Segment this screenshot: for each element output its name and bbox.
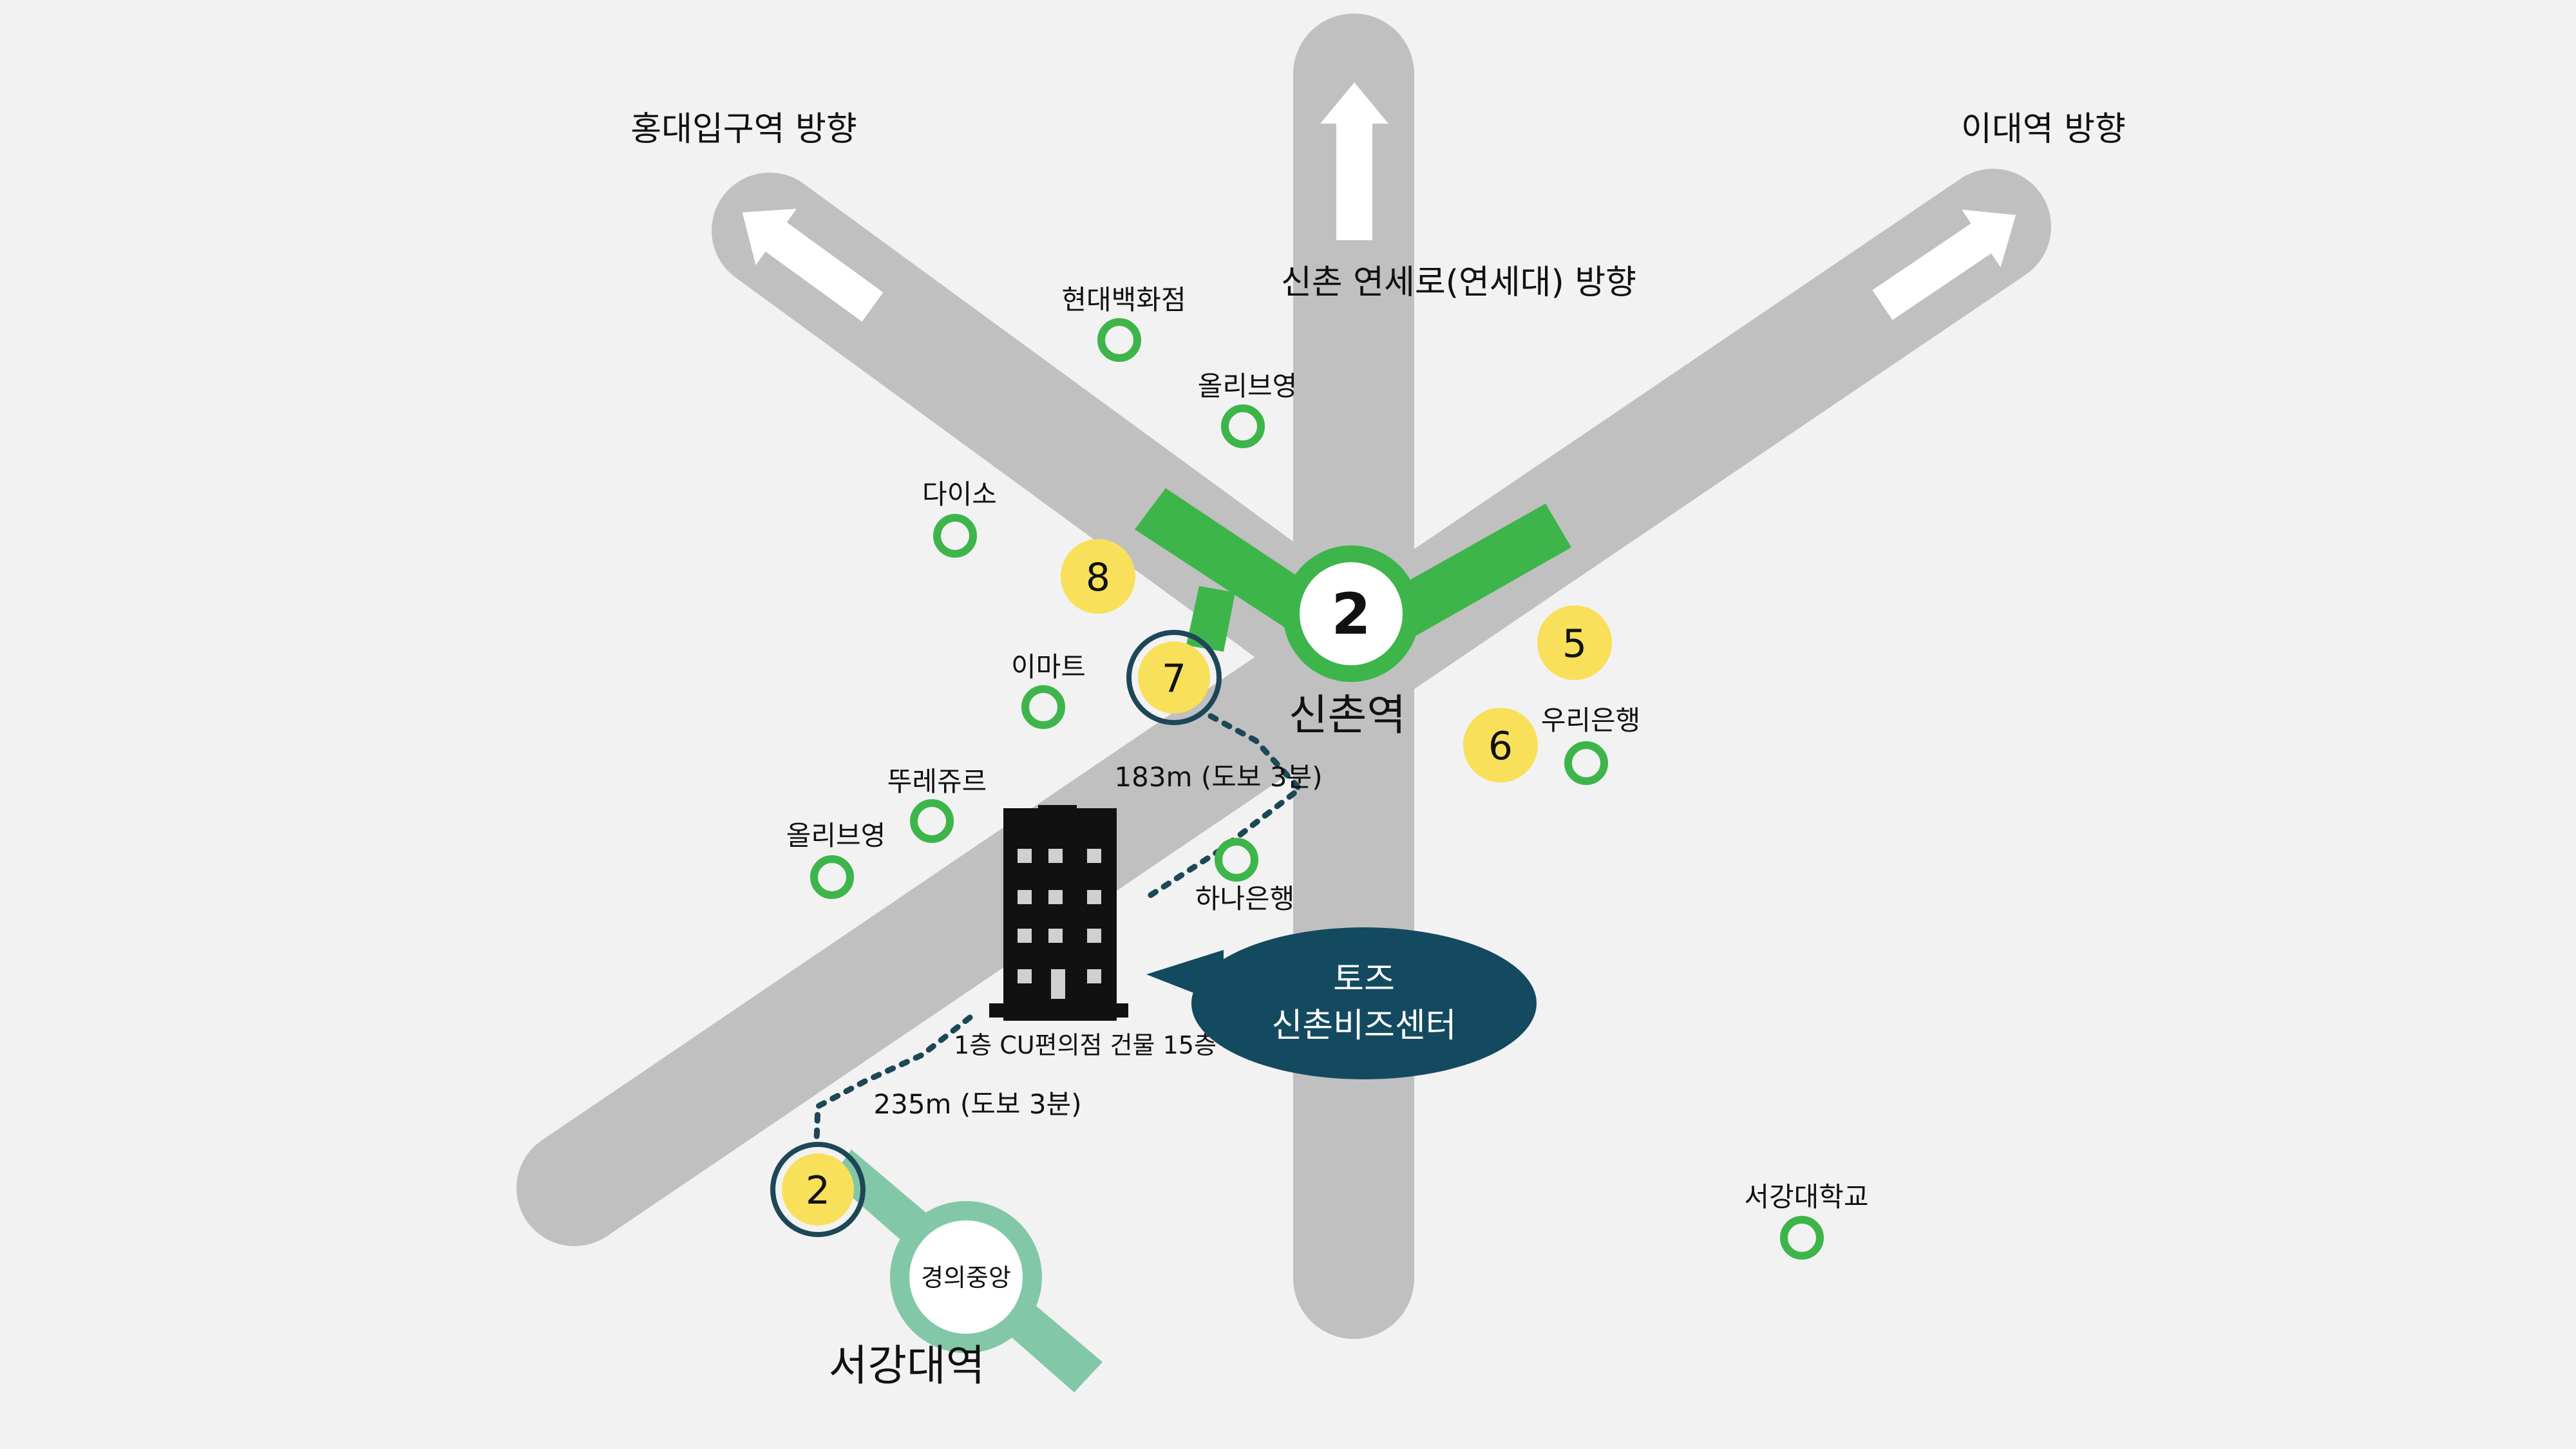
exit-number-8: 8: [1086, 555, 1110, 600]
exit-number-5: 5: [1562, 621, 1587, 667]
building-caption: 1층 CU편의점 건물 15층: [954, 1031, 1217, 1059]
route-label-to-sinchon: 183m (도보 3분): [1114, 761, 1322, 793]
exit-number-7: 7: [1162, 656, 1186, 701]
poi-marker-emart: [1021, 685, 1065, 729]
poi-marker-woori: [1564, 741, 1608, 785]
walking-routes: [813, 713, 1304, 1143]
exit-badge-8: 8: [1061, 539, 1135, 614]
exit-badge-seogang-2: 2: [770, 1142, 866, 1237]
road-to-idae: [516, 169, 2051, 1246]
poi-marker-sogang-univ: [1780, 1216, 1824, 1260]
poi-marker-hyundai: [1097, 318, 1141, 362]
exit-number-6: 6: [1488, 724, 1513, 769]
location-callout: 토즈 신촌비즈센터: [1146, 927, 1537, 1079]
sinchon-station-center: [1300, 562, 1403, 665]
arrow-up-icon: [1320, 82, 1388, 240]
exit-badges: 8 7 5 6 2: [770, 539, 1612, 1237]
poi-label-woori: 우리은행: [1541, 705, 1641, 736]
poi-marker-oliveyoung-north: [1221, 404, 1265, 448]
poi-label-oliveyoung-north: 올리브영: [1198, 370, 1298, 402]
exit-badge-7: 7: [1126, 630, 1222, 725]
station-name-sinchon: 신촌역: [1289, 690, 1406, 740]
exit-badge-6: 6: [1463, 708, 1538, 782]
route-label-to-seogang: 235m (도보 3분): [873, 1088, 1081, 1120]
poi-label-sogang-univ: 서강대학교: [1744, 1181, 1868, 1213]
line-2-badge: 2: [1331, 581, 1370, 647]
poi-marker-hana: [1215, 838, 1258, 882]
building-icon: [989, 805, 1128, 1021]
poi-label-daiso: 다이소: [922, 478, 997, 510]
poi-marker-daiso: [933, 514, 977, 558]
poi-markers: [810, 318, 1824, 1260]
poi-label-hana: 하나은행: [1195, 883, 1295, 914]
callout-brand: 토즈: [1333, 960, 1395, 999]
route-to-sinchon-exit-7: [1144, 713, 1304, 900]
direction-label-idae: 이대역 방향: [1961, 110, 2126, 149]
arrow-up-left-icon: [742, 209, 884, 322]
poi-marker-tous: [910, 799, 954, 843]
station-name-seogang: 서강대역: [829, 1341, 985, 1390]
sinchon-station: 2: [1135, 488, 1571, 682]
poi-label-tous: 뚜레쥬르: [887, 766, 987, 797]
exit-badge-5: 5: [1537, 605, 1612, 680]
arrow-up-right-icon: [1872, 209, 2016, 320]
poi-marker-oliveyoung-south: [810, 855, 854, 899]
direction-label-sinchon-yonsei: 신촌 연세로(연세대) 방향: [1281, 263, 1636, 302]
direction-label-hongdae: 홍대입구역 방향: [630, 110, 857, 149]
seogang-station: 경의중앙: [831, 1150, 1103, 1392]
poi-label-oliveyoung-south: 올리브영: [786, 820, 886, 851]
seogang-station-center: [909, 1220, 1023, 1334]
gyeongui-jungang-line-label: 경의중앙: [921, 1264, 1011, 1292]
callout-branch: 신촌비즈센터: [1271, 1007, 1456, 1045]
poi-label-hyundai: 현대백화점: [1061, 284, 1186, 316]
sinchon-station-exit-stub: [1186, 586, 1235, 652]
poi-label-emart: 이마트: [1011, 651, 1086, 683]
route-to-seogang-exit-2: [813, 1014, 973, 1143]
exit-number-seogang-2: 2: [806, 1168, 830, 1213]
direction-arrows: [742, 82, 2016, 322]
